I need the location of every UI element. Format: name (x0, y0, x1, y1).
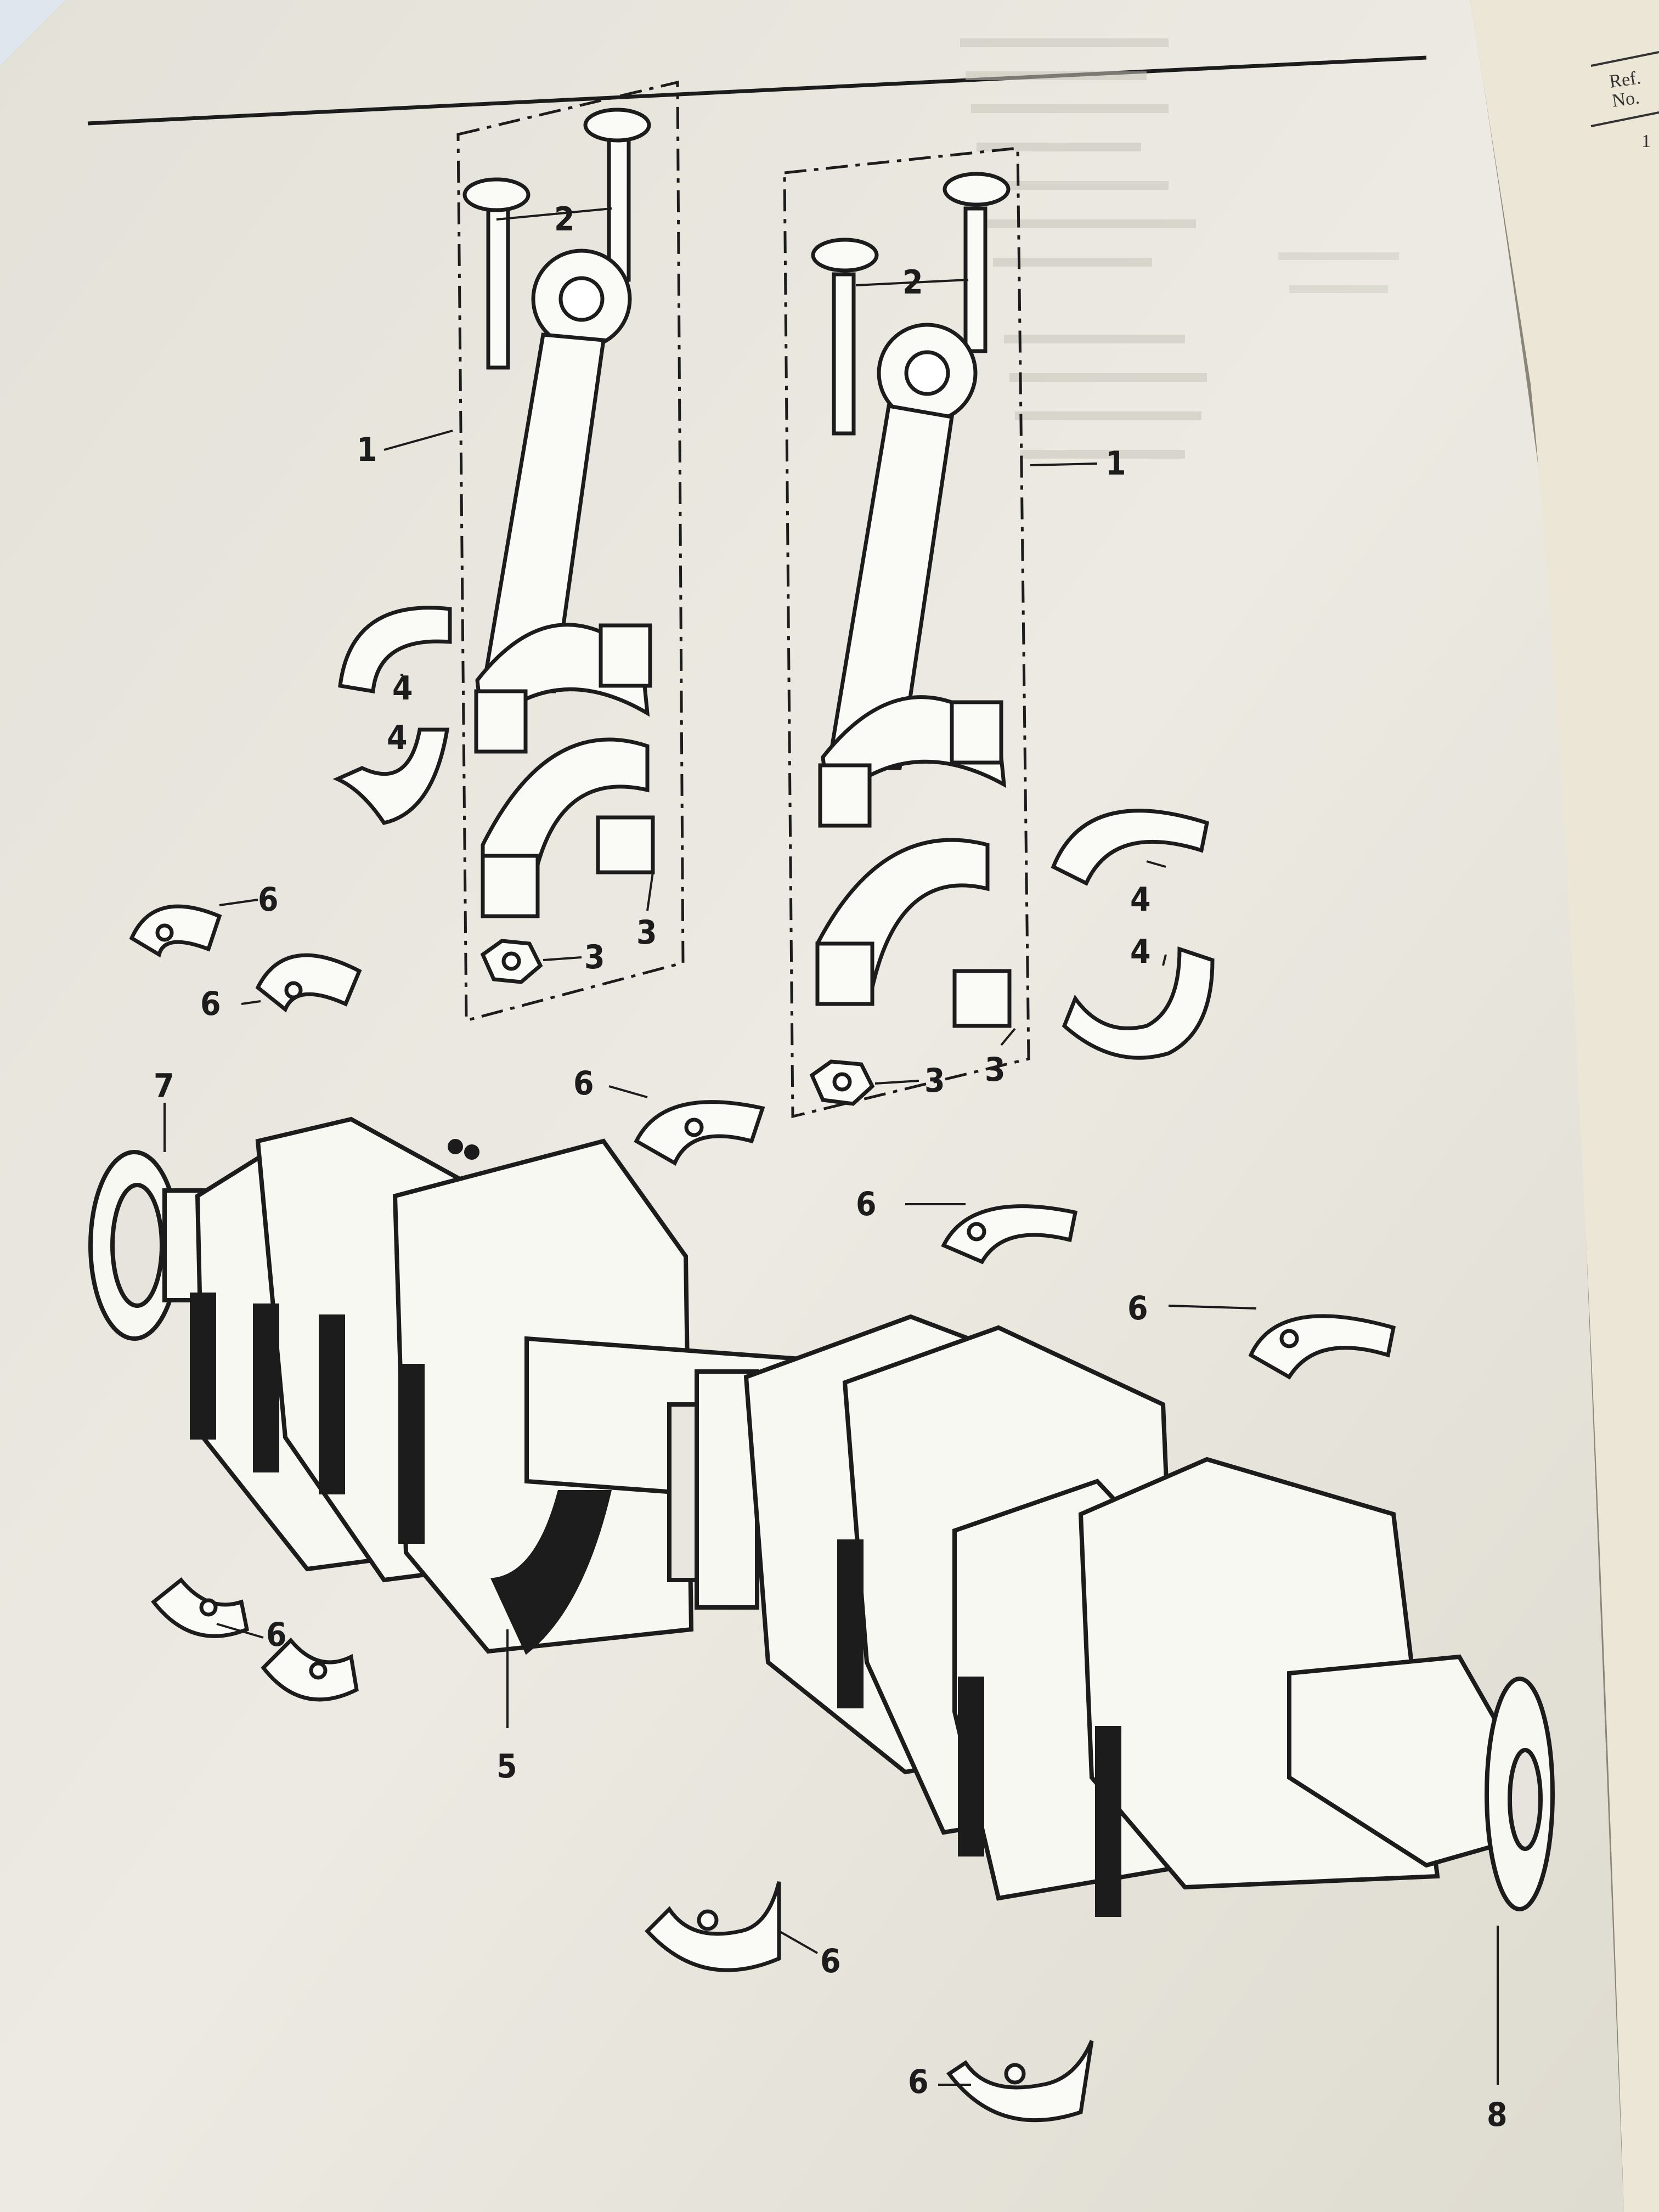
callout-1-right: 1 (1105, 444, 1126, 483)
corner-header: Ref. No. 1 (1590, 51, 1659, 151)
callout-4-right-lower: 4 (1130, 933, 1151, 971)
callout-6-b: 6 (200, 985, 221, 1023)
callout-6-d: 6 (856, 1185, 877, 1223)
no-label: No. (1611, 87, 1641, 111)
callout-labels: 1 1 2 2 3 3 3 3 4 4 4 4 5 6 6 6 6 6 6 6 … (154, 200, 1508, 2134)
connecting-rod-assembly-left (456, 80, 685, 1023)
connecting-rod-assembly-right (783, 146, 1030, 1119)
callout-6-f: 6 (266, 1616, 287, 1654)
big-end-shells (332, 606, 1215, 1060)
callout-6-a: 6 (258, 881, 279, 919)
callout-5: 5 (496, 1747, 517, 1786)
callout-6-g: 6 (820, 1942, 841, 1980)
ref-label: Ref. (1608, 67, 1642, 92)
callout-6-c: 6 (573, 1064, 594, 1103)
callout-6-h: 6 (908, 2063, 929, 2101)
callout-4-right-upper: 4 (1130, 881, 1151, 919)
main-bearing-shells (129, 904, 1396, 2123)
bleed-through-text (960, 38, 1399, 459)
callout-1-left: 1 (357, 431, 377, 469)
ref-number-value: 1 (1641, 131, 1651, 151)
callout-3-right-nut: 3 (924, 1062, 945, 1100)
callout-3-left-nut: 3 (584, 938, 605, 977)
crankshaft (88, 1116, 1555, 1917)
callout-4-left-lower: 4 (387, 719, 408, 757)
callout-6-e: 6 (1127, 1289, 1148, 1328)
callout-2-left: 2 (554, 200, 575, 239)
leader-lines (163, 207, 1499, 2086)
callout-2-right: 2 (902, 263, 923, 302)
callout-4-left-upper: 4 (392, 669, 413, 708)
callout-8: 8 (1487, 2096, 1508, 2134)
callout-7: 7 (154, 1067, 174, 1105)
callout-3-right-cap: 3 (985, 1051, 1006, 1089)
callout-3-left-cap: 3 (636, 913, 657, 952)
